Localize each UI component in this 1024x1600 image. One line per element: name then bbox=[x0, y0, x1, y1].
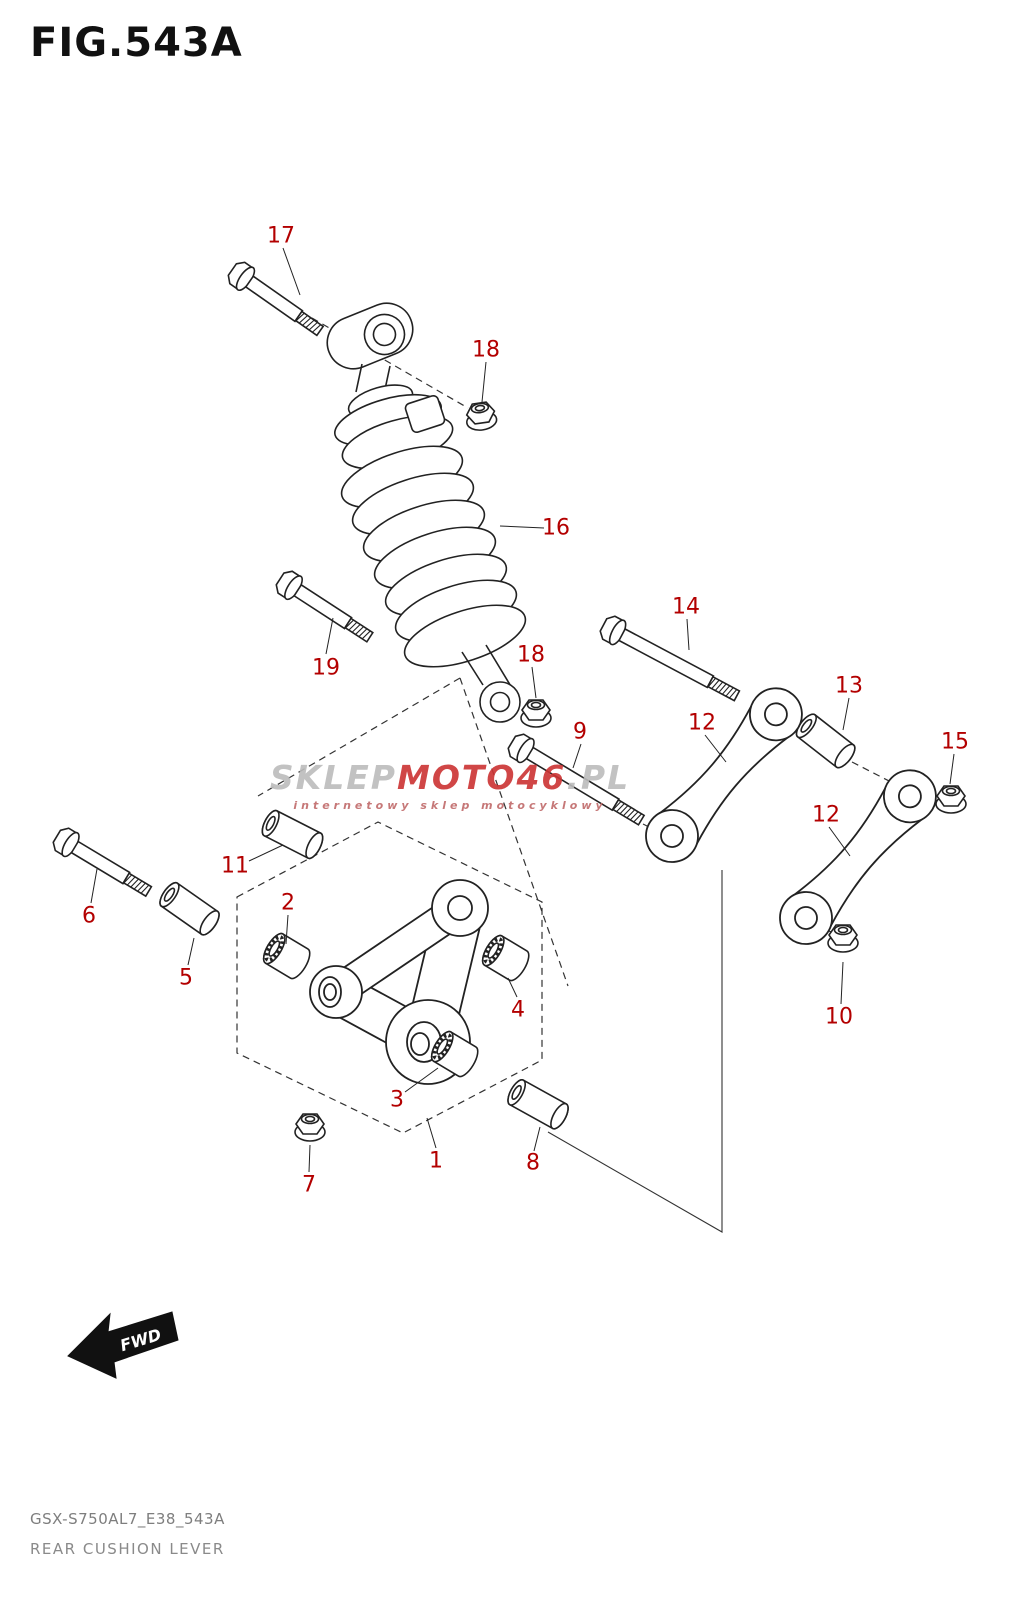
shock-spring bbox=[340, 445, 527, 668]
part-label-18: 18 bbox=[517, 642, 545, 668]
part-label-14: 14 bbox=[672, 594, 700, 620]
part-label-12: 12 bbox=[812, 802, 840, 828]
part-label-12: 12 bbox=[688, 710, 716, 736]
part-label-3: 3 bbox=[390, 1087, 404, 1113]
part-label-18: 18 bbox=[472, 337, 500, 363]
leader-lines bbox=[90, 247, 955, 1173]
part-label-2: 2 bbox=[281, 890, 295, 916]
part-label-19: 19 bbox=[312, 655, 340, 681]
fwd-arrow: FWD bbox=[67, 1311, 179, 1379]
shock-absorber bbox=[326, 302, 527, 723]
part-label-1: 1 bbox=[429, 1148, 443, 1174]
part-label-16: 16 bbox=[542, 515, 570, 541]
part-label-15: 15 bbox=[941, 729, 969, 755]
part-label-8: 8 bbox=[526, 1150, 540, 1176]
part-label-10: 10 bbox=[825, 1004, 853, 1030]
footer-model-code: GSX-S750AL7_E38_543A bbox=[30, 1510, 225, 1528]
part-label-9: 9 bbox=[573, 719, 587, 745]
part-label-6: 6 bbox=[82, 903, 96, 929]
part-label-7: 7 bbox=[302, 1172, 316, 1198]
part-label-4: 4 bbox=[511, 997, 525, 1023]
part-label-5: 5 bbox=[179, 965, 193, 991]
part-label-17: 17 bbox=[267, 223, 295, 249]
footer-figure-name: REAR CUSHION LEVER bbox=[30, 1540, 225, 1558]
figure-title: FIG.543A bbox=[30, 20, 243, 66]
part-label-11: 11 bbox=[221, 853, 249, 879]
linkage-reference-line bbox=[547, 870, 723, 1233]
part-label-13: 13 bbox=[835, 673, 863, 699]
